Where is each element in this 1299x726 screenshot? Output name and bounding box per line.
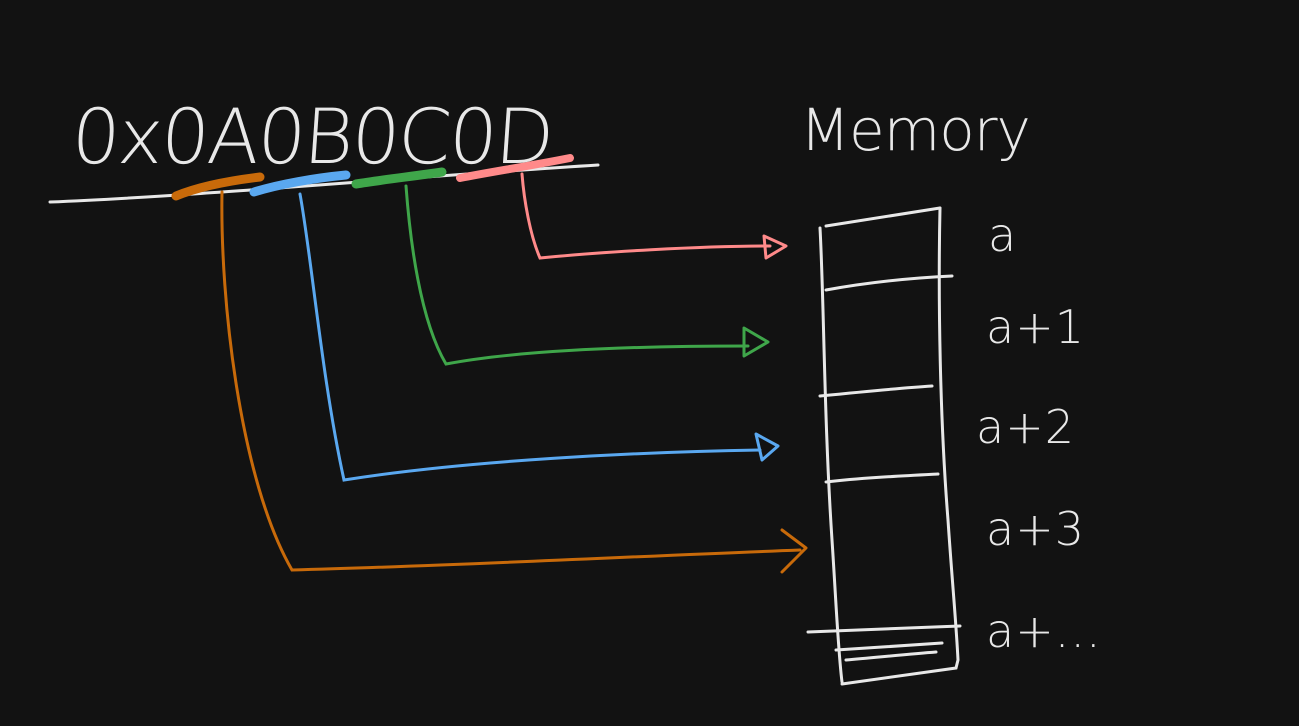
byte-underline-0a [171, 172, 265, 201]
memory-title: Memory [800, 96, 1031, 164]
address-label-a-plus-more: a+... [986, 604, 1102, 658]
arrow-0b-to-a2 [298, 192, 762, 482]
memory-divider-1 [824, 274, 954, 292]
arrowhead-0d [762, 234, 788, 260]
address-label-a-plus-2: a+2 [976, 400, 1075, 454]
memory-column [806, 206, 962, 686]
arrow-0d-to-a [520, 172, 772, 260]
arrowhead-0c [742, 326, 770, 358]
memory-divider-4 [806, 624, 962, 634]
byte-underline-0c [351, 167, 447, 189]
memory-divider-3 [824, 472, 940, 484]
byte-underline-0d [456, 154, 574, 182]
byte-underline-0b [249, 170, 351, 197]
arrowhead-0a [780, 528, 808, 574]
memory-divider-2 [818, 384, 934, 398]
address-label-a-plus-1: a+1 [986, 300, 1085, 354]
arrowhead-0b [754, 432, 780, 462]
address-label-a-plus-3: a+3 [986, 502, 1085, 556]
address-label-a: a [988, 208, 1018, 262]
hex-value-label: 0x0A0B0C0D [68, 92, 556, 181]
arrow-0c-to-a1 [404, 184, 750, 366]
arrow-0a-to-a3 [220, 190, 802, 572]
